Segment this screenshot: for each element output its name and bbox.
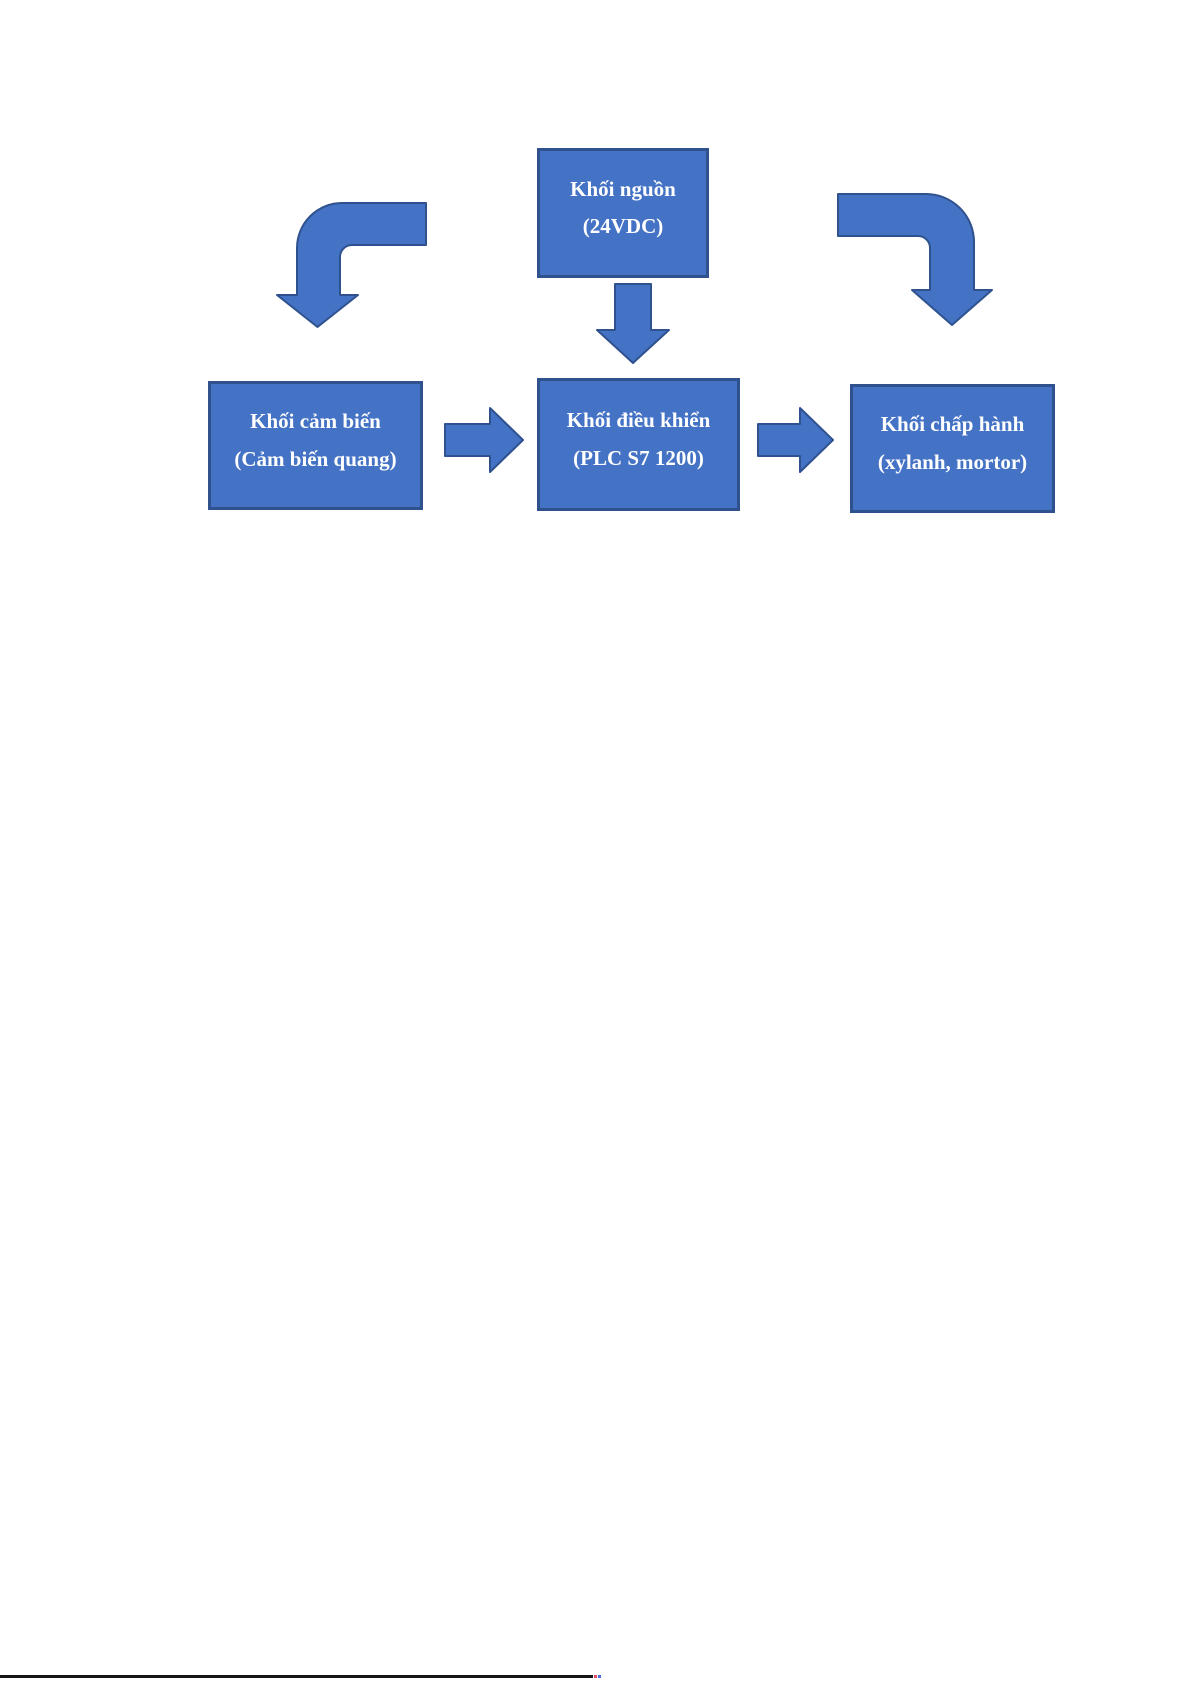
arrow-power-to-controller [596,283,670,364]
node-sensor-subtitle: (Cảm biến quang) [234,446,397,471]
node-sensor-block: Khối cảm biến (Cảm biến quang) [208,381,423,510]
node-actuator-block: Khối chấp hành (xylanh, mortor) [850,384,1055,513]
node-power-title: Khối nguồn [570,176,676,201]
arrow-power-to-actuator [837,193,993,326]
arrow-controller-to-actuator [757,407,834,473]
arrow-sensor-to-controller [444,407,524,473]
node-controller-subtitle: (PLC S7 1200) [573,445,704,470]
node-sensor-title: Khối cảm biến [250,409,381,434]
scan-artifact-dot-blue [598,1675,601,1678]
node-power-subtitle: (24VDC) [582,214,664,238]
node-power-block: Khối nguồn (24VDC) [537,148,709,278]
node-actuator-subtitle: (xylanh, mortor) [877,449,1028,474]
page-bottom-rule [0,1675,593,1678]
scan-artifact-dot-red [594,1675,597,1678]
node-controller-block: Khối điều khiển (PLC S7 1200) [537,378,740,511]
arrow-power-to-sensor [276,202,427,328]
node-actuator-title: Khối chấp hành [880,412,1025,437]
node-controller-title: Khối điều khiển [566,408,711,433]
